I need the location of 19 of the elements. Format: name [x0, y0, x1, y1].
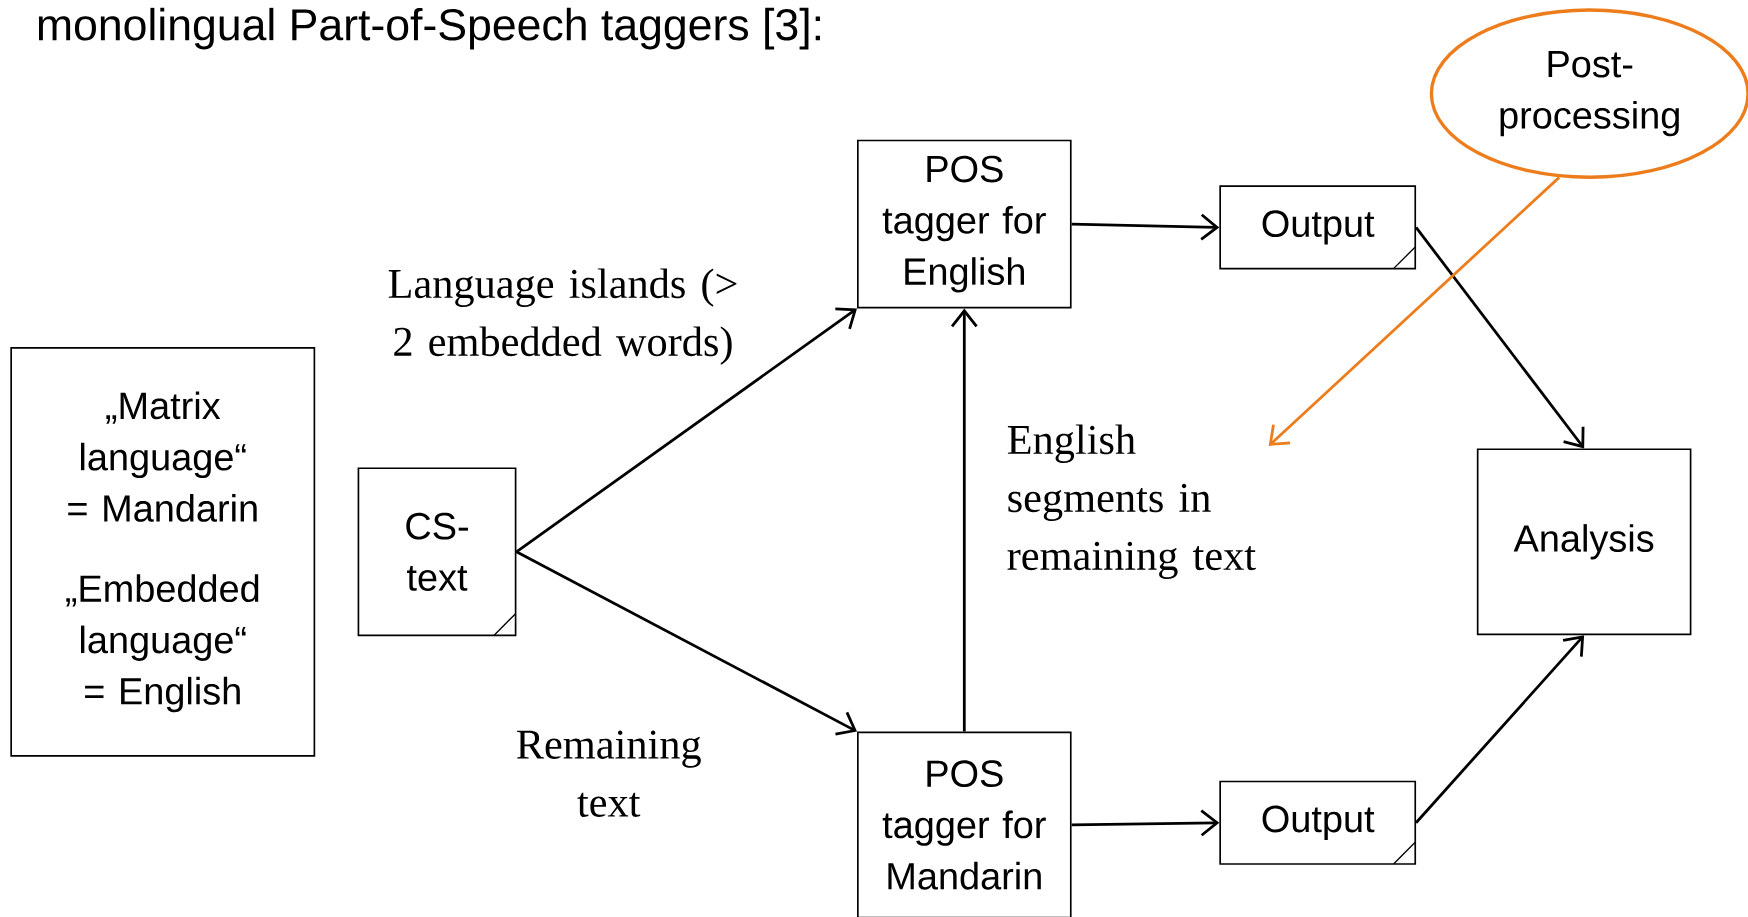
- process-box: POS tagger for Mandarin: [857, 731, 1072, 917]
- edge-label: Remaining text: [516, 730, 701, 817]
- process-box: Analysis: [1476, 448, 1692, 635]
- arrow: [515, 307, 857, 553]
- document-box: CS-text: [357, 467, 517, 637]
- arrow: [515, 550, 857, 736]
- edge-label: English segments in remaining text: [1007, 424, 1256, 579]
- heading-text: monolingual Part-of-Speech taggers [3]:: [38, 7, 820, 50]
- process-box: POS tagger for English: [857, 139, 1072, 309]
- arrow: [1071, 809, 1220, 837]
- process-box: „Matrix language“ = Mandarin „Embedded language“ = English: [10, 346, 316, 757]
- arrow: [950, 308, 978, 732]
- arrow: [1071, 213, 1220, 241]
- edge-label: Language islands (> 2 embedded words): [388, 268, 737, 365]
- arrow: [1414, 226, 1585, 449]
- document-box: Output: [1219, 780, 1417, 865]
- document-box: Output: [1219, 185, 1417, 270]
- arrow: [1268, 176, 1561, 446]
- arrow: [1415, 634, 1585, 824]
